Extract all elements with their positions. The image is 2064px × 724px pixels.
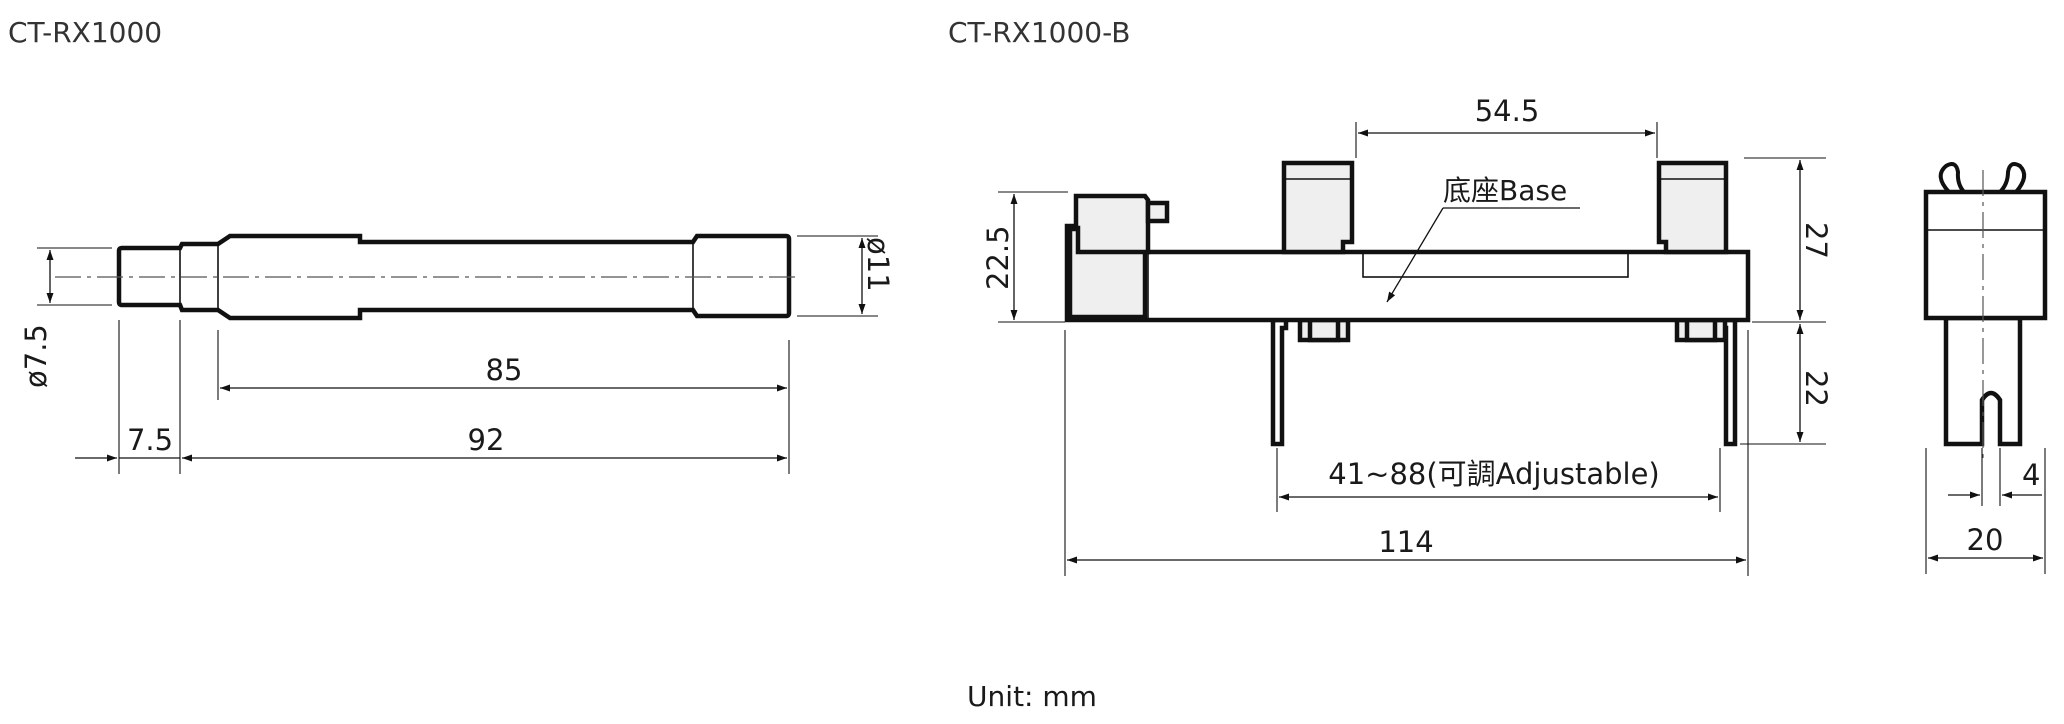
right-spring-clip: [1998, 162, 2027, 194]
label-dia-7-5: ø7.5: [19, 324, 53, 388]
dim-92: 92: [182, 423, 787, 462]
label-22-5: 22.5: [981, 225, 1015, 290]
connector-housing: [1073, 193, 1151, 255]
dim-54-5: 54.5: [1355, 94, 1658, 158]
left-bolt-core: [1307, 317, 1341, 343]
label-114: 114: [1378, 525, 1433, 559]
end-body: [1923, 189, 2048, 321]
right-clamp: [1656, 160, 1729, 255]
callout-leader: [1386, 207, 1444, 303]
label-4: 4: [2022, 458, 2040, 492]
left-clamp: [1281, 160, 1355, 255]
dim-114: 114: [1064, 330, 1749, 576]
label-20: 20: [1967, 523, 2004, 557]
left-spring-clip: [1938, 162, 1966, 194]
label-adjustable: 41~88(可調Adjustable): [1328, 457, 1659, 491]
dim-dia-11: ø11: [797, 235, 895, 317]
label-27: 27: [1799, 222, 1833, 259]
label-54-5: 54.5: [1475, 94, 1540, 128]
title-ct-rx1000-b: CT-RX1000-B: [948, 16, 1130, 49]
dim-7-5: 7.5: [75, 423, 180, 462]
dim-20: 20: [1925, 448, 2046, 574]
ct-rx1000-b-end-view: [1923, 162, 2048, 460]
dim-27: 27: [1796, 160, 1833, 320]
base-body: [1064, 223, 1751, 323]
label-base: 底座Base: [1443, 174, 1567, 207]
dim-22-5: 22.5: [981, 191, 1068, 323]
unit-label: Unit: mm: [967, 680, 1097, 713]
label-22: 22: [1799, 370, 1833, 407]
label-7-5: 7.5: [127, 423, 173, 457]
connector-tab: [1145, 200, 1170, 224]
dim-22: 22: [1796, 324, 1833, 442]
dim-85: 85: [220, 353, 787, 392]
label-92: 92: [468, 423, 505, 457]
left-leg: [1270, 317, 1289, 447]
title-ct-rx1000: CT-RX1000: [8, 16, 162, 49]
base-slot: [1362, 251, 1629, 278]
label-dia-11: ø11: [861, 237, 895, 292]
dim-adjustable: 41~88(可調Adjustable): [1276, 448, 1721, 512]
ct-rx1000-side-view: [55, 233, 800, 321]
label-85: 85: [486, 353, 523, 387]
dim-4: 4: [1948, 448, 2042, 506]
right-bolt-core: [1684, 317, 1718, 343]
callout-base: 底座Base: [1386, 174, 1580, 303]
dim-dia-7-5: ø7.5: [19, 247, 112, 388]
ct-rx1000-b-front-view: [1064, 160, 1751, 447]
